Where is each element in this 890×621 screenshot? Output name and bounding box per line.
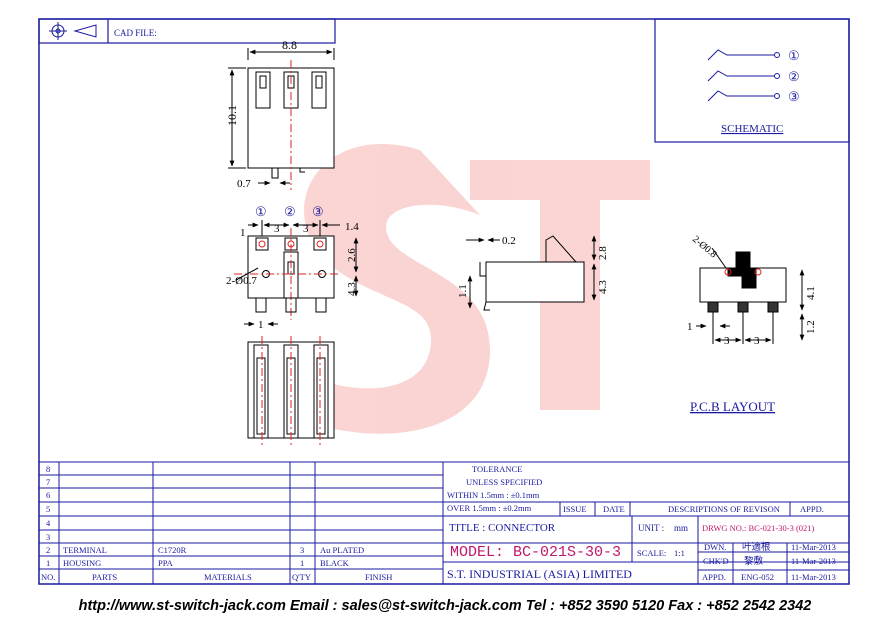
dwn-name: 叶適根 <box>742 541 771 553</box>
contact-footer: http://www.st-switch-jack.com Email : sa… <box>78 598 812 614</box>
dim-side-1-1: 1.1 <box>457 284 469 298</box>
outer-frame <box>38 18 850 585</box>
bom-table: 8 7 6 5 4 3 2 1 TERMINAL C1720R 3 Au PLA… <box>41 464 392 582</box>
chkd-name: 黎敷 <box>744 555 764 567</box>
bom-row-no: 8 <box>46 464 50 474</box>
bom-row-part: TERMINAL <box>63 545 107 555</box>
dim-side-4-3: 4.3 <box>597 280 609 294</box>
dim-1-bottom: 1 <box>258 319 264 331</box>
dim-pcb-3-left: 3 <box>724 335 730 347</box>
revision-date: DATE <box>603 504 625 514</box>
drawing-title: TITLE : CONNECTOR <box>449 522 556 534</box>
top-view <box>228 48 335 190</box>
chkd-date: 11-Mar-2013 <box>791 556 836 566</box>
dim-hole-left: 2-Ø0.7 <box>226 275 257 287</box>
revision-appd: APPD. <box>800 504 824 514</box>
tolerance-subtitle: UNLESS SPECIFIED <box>466 477 542 487</box>
tolerance-within: WITHIN 1.5mm : ±0.1mm <box>447 490 540 500</box>
schematic-pin-1: ① <box>788 48 800 63</box>
bom-row-material: PPA <box>158 558 174 568</box>
pcb-layout-label: P.C.B LAYOUT <box>690 399 775 414</box>
schematic-pin-2: ② <box>788 69 800 84</box>
unit-value: mm <box>674 523 688 533</box>
dim-1-4: 1.4 <box>345 221 359 233</box>
dim-pcb-hole: 2-Ø0.8 <box>690 234 719 260</box>
bom-row-no: 2 <box>46 545 50 555</box>
bom-header-qty: Q'TY <box>292 572 311 582</box>
dim-3-left: 3 <box>274 223 280 235</box>
tolerance-title: TOLERANCE <box>472 464 522 474</box>
bom-row-no: 7 <box>46 477 50 487</box>
dim-1-top: 1 <box>240 227 246 239</box>
company-name: S.T. INDUSTRIAL (ASIA) LIMITED <box>447 567 632 581</box>
revision-desc: DESCRIPTIONS OF REVISON <box>668 504 780 514</box>
dim-pcb-4-1: 4.1 <box>805 286 817 300</box>
drawing-number: DRWG NO.: BC-021-30-3 (021) <box>702 523 815 533</box>
bom-row-no: 3 <box>46 532 50 542</box>
bom-row-no: 5 <box>46 504 50 514</box>
dim-pcb-3-right: 3 <box>754 335 760 347</box>
schematic-panel: ① ② ③ SCHEMATIC <box>654 18 850 143</box>
bom-header-no: NO. <box>41 572 55 582</box>
bom-row-no: 6 <box>46 490 50 500</box>
unit-label: UNIT : <box>638 523 664 533</box>
dim-pcb-1: 1 <box>687 321 693 333</box>
bottom-view <box>234 220 359 327</box>
bom-row-finish: BLACK <box>320 558 350 568</box>
appd-name: ENG-052 <box>741 572 774 582</box>
dim-pcb-1-2: 1.2 <box>805 320 817 334</box>
revision-header: ISSUE DATE DESCRIPTIONS OF REVISON APPD. <box>563 504 824 514</box>
bom-row-finish: Au PLATED <box>320 545 364 555</box>
bom-row-material: C1720R <box>158 545 187 555</box>
projection-symbol-icon <box>49 22 97 40</box>
title-rows: TITLE : CONNECTOR UNIT : mm DRWG NO.: BC… <box>447 522 836 582</box>
bom-row-no: 4 <box>46 518 51 528</box>
chkd-label: CHK'D <box>703 556 729 566</box>
schematic-pin-3: ③ <box>788 89 800 104</box>
cad-file-label: CAD FILE: <box>114 28 157 38</box>
dim-side-0-2: 0.2 <box>502 235 516 247</box>
front-view <box>247 336 335 448</box>
dwn-date: 11-Mar-2013 <box>791 542 836 552</box>
scale-value: 1:1 <box>674 548 685 558</box>
bom-row-part: HOUSING <box>63 558 101 568</box>
header-bar: CAD FILE: <box>38 18 336 44</box>
dim-width-8-8: 8.8 <box>282 38 297 52</box>
pcb-layout-view <box>696 247 805 344</box>
dim-height-10-1: 10.1 <box>225 105 239 126</box>
bom-header-materials: MATERIALS <box>204 572 252 582</box>
tolerance-block: TOLERANCE UNLESS SPECIFIED WITHIN 1.5mm … <box>447 464 542 513</box>
revision-issue: ISSUE <box>563 504 587 514</box>
bom-row-no: 1 <box>46 558 50 568</box>
pin-number-1: ① <box>255 204 267 219</box>
pin-number-3: ③ <box>312 204 324 219</box>
pin-number-2: ② <box>284 204 296 219</box>
bom-row-qty: 3 <box>300 545 304 555</box>
title-block <box>39 461 849 584</box>
appd-label: APPD. <box>702 572 726 582</box>
dim-3-right: 3 <box>303 223 309 235</box>
dim-0-7: 0.7 <box>237 178 251 190</box>
dwn-label: DWN. <box>704 542 726 552</box>
tolerance-over: OVER 1.5mm : ±0.2mm <box>447 503 532 513</box>
bom-row-qty: 1 <box>300 558 304 568</box>
bom-header-finish: FINISH <box>365 572 392 582</box>
side-view <box>466 235 597 311</box>
scale-label: SCALE: <box>637 548 666 558</box>
model-number: MODEL: BC-021S-30-3 <box>450 544 621 561</box>
dim-side-2-8: 2.8 <box>597 246 609 260</box>
dim-2-6: 2.6 <box>346 248 358 262</box>
appd-date: 11-Mar-2013 <box>791 572 836 582</box>
dim-4-3: 4.3 <box>346 282 358 296</box>
bom-header-parts: PARTS <box>92 572 117 582</box>
schematic-label: SCHEMATIC <box>721 123 783 135</box>
